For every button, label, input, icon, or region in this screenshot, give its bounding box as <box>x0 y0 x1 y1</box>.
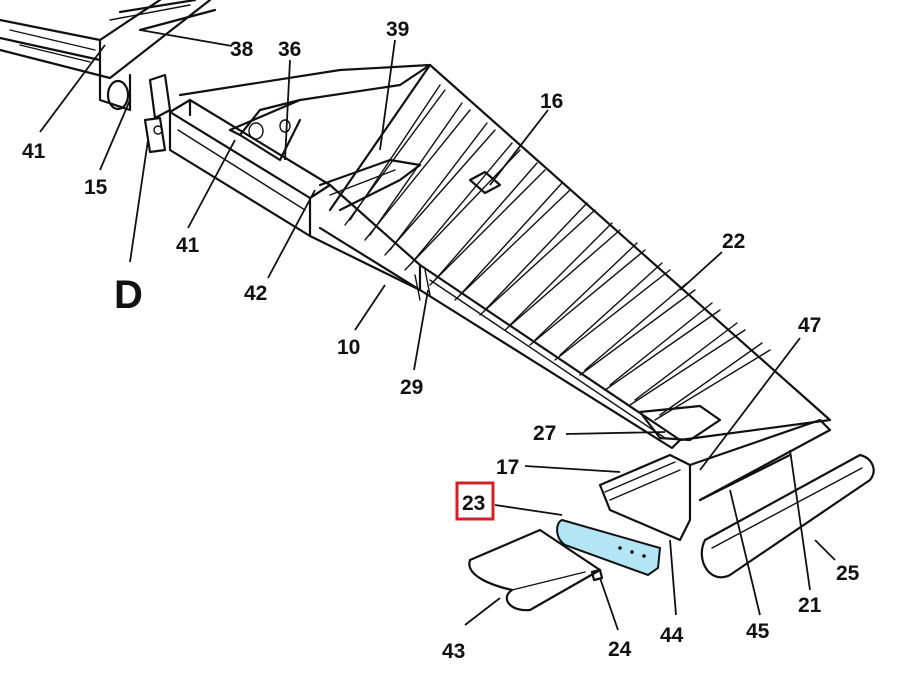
leader-lines <box>39 29 836 631</box>
highlighted-part-23[interactable] <box>556 518 662 577</box>
callout-39: 39 <box>386 18 409 41</box>
callout-22: 22 <box>722 230 745 253</box>
callout-labels: 41 15 38 36 39 16 41 42 10 29 22 47 27 1… <box>22 18 860 663</box>
callout-42: 42 <box>244 282 267 305</box>
callout-16: 16 <box>540 90 563 113</box>
callout-17: 17 <box>496 456 519 479</box>
callout-43: 43 <box>442 640 465 663</box>
callout-41: 41 <box>22 140 46 163</box>
callout-36: 36 <box>278 38 301 61</box>
callout-44: 44 <box>660 624 684 647</box>
pad-43 <box>468 528 602 612</box>
fastener-24 <box>590 568 604 582</box>
callout-21: 21 <box>798 594 822 617</box>
callout-38: 38 <box>230 38 254 61</box>
callout-25: 25 <box>836 562 860 585</box>
hinge-arm <box>0 0 217 154</box>
main-beam <box>168 98 682 450</box>
callout-29: 29 <box>400 376 423 399</box>
callout-45: 45 <box>746 620 770 643</box>
deck-panel <box>328 63 832 442</box>
callout-23: 23 <box>462 492 485 515</box>
callout-10: 10 <box>337 336 360 359</box>
callout-27: 27 <box>533 422 556 445</box>
pad-25 <box>700 453 875 579</box>
lower-frame <box>598 418 832 542</box>
detail-label-d: D <box>114 273 143 317</box>
upper-brace <box>178 63 432 212</box>
callout-41: 41 <box>176 234 200 257</box>
callout-15: 15 <box>84 176 108 199</box>
callout-47: 47 <box>798 314 821 337</box>
callout-24: 24 <box>608 638 632 661</box>
highlight-box <box>455 481 495 521</box>
